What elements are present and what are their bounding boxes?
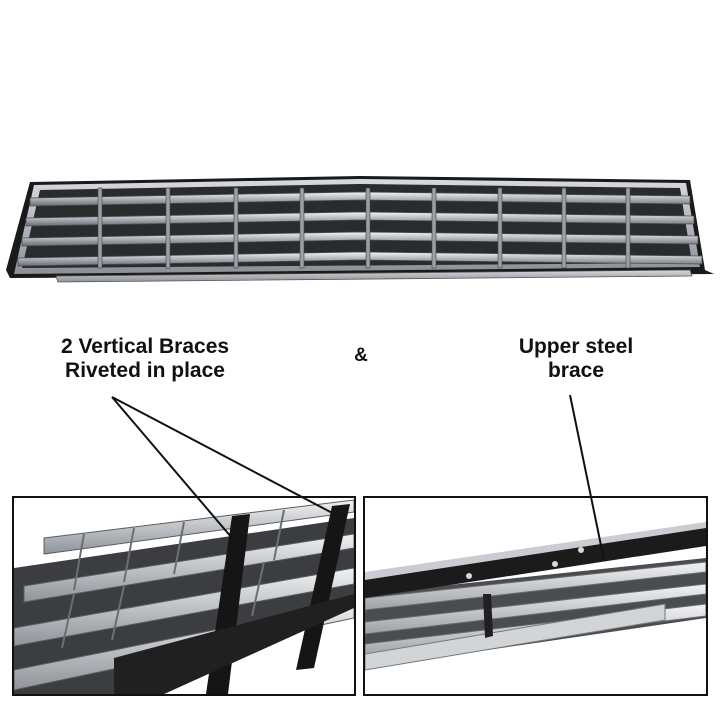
vertical-braces-detail-frame — [12, 496, 356, 696]
grille-vertical-divider — [365, 187, 371, 269]
ampersand-label: & — [354, 345, 368, 366]
upper-brace-caption-line2: brace — [547, 359, 605, 382]
upper-brace-detail-frame — [363, 496, 708, 696]
grille-vertical-divider — [97, 187, 103, 269]
vertical-braces-caption-line1: 2 Vertical Braces — [60, 335, 230, 358]
upper-steel-brace-closeup-photo — [365, 498, 706, 694]
chrome-grille-photo — [6, 176, 714, 283]
grille-horizontal-bar — [25, 211, 695, 227]
vertical-braces-closeup-photo — [14, 498, 354, 694]
vertical-braces-caption-line2: Riveted in place — [65, 359, 225, 382]
grille-vertical-divider — [497, 187, 503, 269]
vertical-braces-caption: 2 Vertical Braces Riveted in place — [40, 335, 250, 383]
grille-horizontal-bar — [21, 231, 699, 247]
upper-brace-caption-line1: Upper steel — [518, 335, 634, 358]
grille-vertical-divider — [561, 187, 567, 269]
grille-horizontal-bar — [29, 191, 691, 207]
grille-horizontal-bar — [17, 251, 703, 267]
grille-vertical-divider — [431, 187, 437, 269]
upper-brace-caption: Upper steel brace — [486, 335, 666, 383]
grille-vertical-divider — [625, 187, 631, 269]
grille-vertical-divider — [299, 187, 305, 269]
grille-vertical-divider — [165, 187, 171, 269]
grille-vertical-divider — [233, 187, 239, 269]
